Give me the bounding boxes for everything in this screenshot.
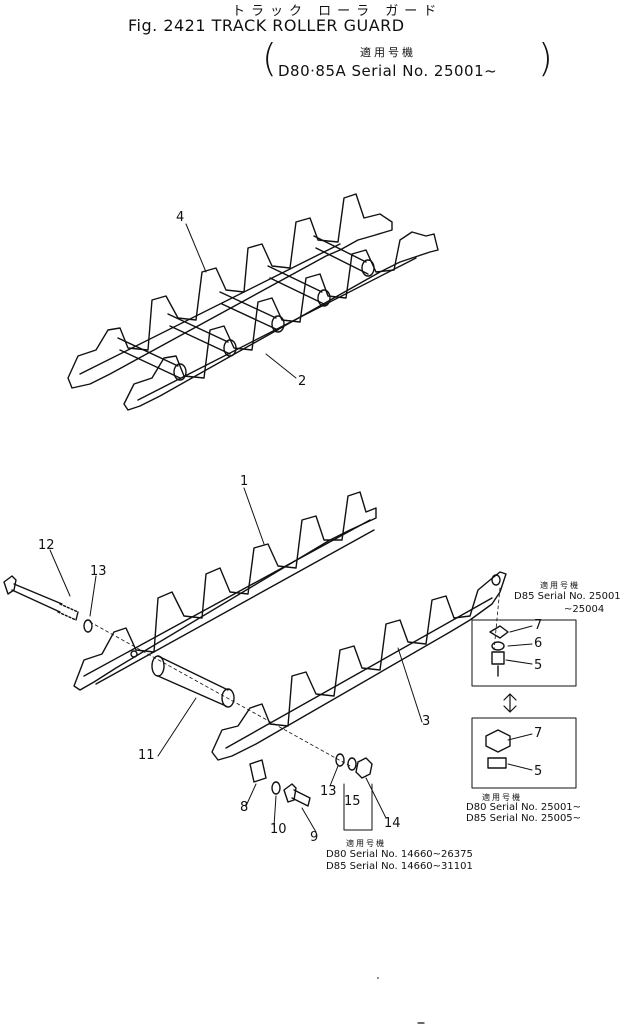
nut-14 [355, 757, 373, 779]
upper-back-guard [67, 193, 393, 389]
guard-part-3 [211, 571, 507, 761]
plate-8 [249, 759, 267, 783]
japanese-title: トラック ローラ ガード [232, 4, 443, 19]
applicability-label-jp: 適用号機 [360, 46, 416, 59]
washer-13-right [335, 753, 345, 767]
note-upper-right-line2: ~25004 [564, 604, 605, 615]
detail-box-upper [471, 619, 577, 687]
note-lower-right-line1: D80 Serial No. 25001~ [466, 802, 582, 813]
lower-assembly [3, 487, 507, 833]
interchange-arrow [503, 693, 517, 713]
bolt-9 [283, 783, 311, 807]
callout-4: 4 [176, 210, 185, 225]
detail-box-lower [471, 717, 577, 789]
callout-8: 8 [240, 800, 249, 815]
applicability-paren-right: ) [538, 36, 553, 80]
callout-14: 14 [384, 816, 401, 831]
callout-7-lower: 7 [534, 726, 543, 741]
upper-front-guard [123, 231, 439, 411]
callout-13-right: 13 [320, 784, 337, 799]
figure-title: Fig. 2421 TRACK ROLLER GUARD [128, 16, 405, 35]
upper-assembly [67, 193, 439, 411]
washer-13-left [83, 619, 93, 633]
spacer-tube-11 [151, 655, 235, 708]
callout-2: 2 [298, 374, 307, 389]
note-bottom-line1: D80 Serial No. 14660~26375 [326, 849, 473, 860]
callout-10: 10 [270, 822, 287, 837]
guard-part-1 [73, 491, 377, 691]
callout-5-upper: 5 [534, 658, 543, 673]
cross-tube [117, 337, 181, 379]
callout-5-lower: 5 [534, 764, 543, 779]
note-bottom-jp: 適用号機 [346, 839, 386, 848]
callout-12: 12 [38, 538, 55, 553]
note-lower-right-jp: 適用号機 [482, 793, 522, 802]
applicability-paren-left: ( [262, 36, 277, 80]
note-upper-right-jp: 適用号機 [540, 581, 580, 590]
callout-11: 11 [138, 748, 155, 763]
washer-10 [271, 781, 281, 795]
note-bottom-line2: D85 Serial No. 14660~31101 [326, 861, 473, 872]
callout-3: 3 [422, 714, 431, 729]
callout-15: 15 [344, 794, 361, 809]
lock-washer-15 [347, 757, 357, 771]
callout-7-upper: 7 [534, 618, 543, 633]
callout-6: 6 [534, 636, 543, 651]
callout-13-left: 13 [90, 564, 107, 579]
note-upper-right-line1: D85 Serial No. 25001 [514, 591, 621, 602]
bolt-12 [3, 575, 79, 621]
callout-1: 1 [240, 474, 249, 489]
callout-9: 9 [310, 830, 319, 845]
applicability-serial: D80·85A Serial No. 25001~ [278, 62, 498, 80]
note-lower-right-line2: D85 Serial No. 25005~ [466, 813, 582, 824]
